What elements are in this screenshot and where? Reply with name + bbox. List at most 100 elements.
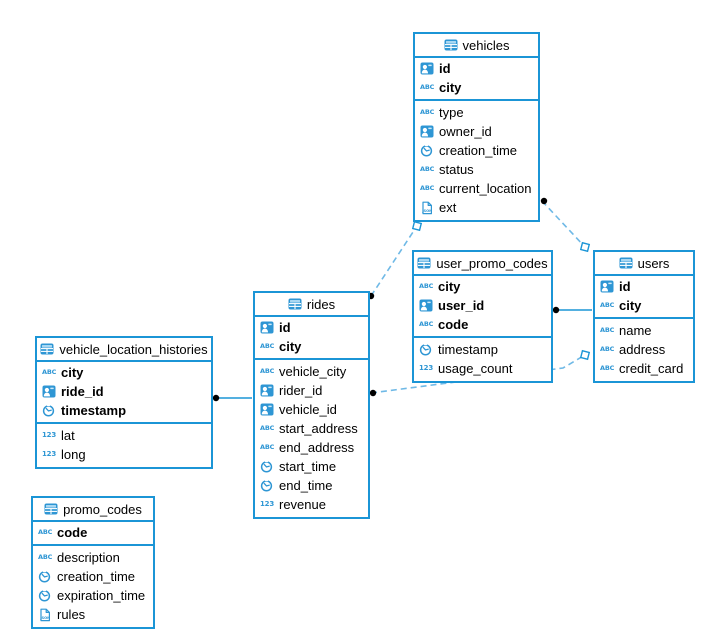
column-name: user_id (438, 298, 485, 313)
abc-icon: ABC (38, 528, 53, 537)
column-row-expiration_time[interactable]: expiration_time (33, 586, 153, 605)
abc-icon: ABC (420, 165, 435, 174)
table-icon (288, 298, 302, 310)
abc-icon: ABC (260, 342, 275, 351)
column-name: address (619, 342, 666, 357)
column-row-user_id[interactable]: user_id (414, 296, 551, 315)
relation-pk-end-marker (579, 241, 591, 253)
abc-icon: ABC (419, 282, 434, 291)
person-id-icon (420, 62, 439, 75)
abc-icon: ABC (420, 83, 435, 92)
column-row-creation_time[interactable]: creation_time (33, 567, 153, 586)
column-name: ext (439, 200, 457, 215)
abc-icon: ABC (420, 108, 435, 117)
column-name: vehicle_city (279, 364, 347, 379)
column-row-end_time[interactable]: end_time (255, 476, 368, 495)
table-header-rides[interactable]: rides (255, 293, 368, 317)
column-name: revenue (279, 497, 326, 512)
table-header-users[interactable]: users (595, 252, 693, 276)
column-row-city[interactable]: ABC city (415, 78, 538, 97)
column-row-id[interactable]: id (595, 277, 693, 296)
abc-icon: ABC (420, 184, 435, 193)
column-row-status[interactable]: ABC status (415, 160, 538, 179)
person-id-icon (419, 299, 438, 312)
person-id-icon (42, 385, 61, 398)
clock-icon (420, 144, 439, 157)
json-icon: JSON (38, 608, 57, 622)
column-name: city (439, 80, 462, 95)
column-row-id[interactable]: id (415, 59, 538, 78)
relation-fk-end-marker (552, 306, 560, 314)
table-name: user_promo_codes (436, 255, 548, 271)
number-123-icon: 123 (419, 364, 434, 372)
table-header-vehicles[interactable]: vehicles (415, 34, 538, 58)
table-header-promo_codes[interactable]: promo_codes (33, 498, 153, 522)
table-icon (417, 257, 431, 269)
column-row-rider_id[interactable]: rider_id (255, 381, 368, 400)
person-id-icon (260, 384, 279, 397)
column-name: end_address (279, 440, 355, 455)
column-row-timestamp[interactable]: timestamp (414, 340, 551, 359)
column-row-start_time[interactable]: start_time (255, 457, 368, 476)
relation-rides-vehicles[interactable] (370, 225, 418, 297)
table-header-user_promo_codes[interactable]: user_promo_codes (414, 252, 551, 276)
relation-pk-end-marker (411, 220, 423, 232)
column-row-usage_count[interactable]: 123 usage_count (414, 359, 551, 378)
column-name: timestamp (438, 342, 498, 357)
column-row-vehicle_id[interactable]: vehicle_id (255, 400, 368, 419)
json-icon: JSON (420, 201, 439, 215)
column-row-creation_time[interactable]: creation_time (415, 141, 538, 160)
relation-pk-end-marker (579, 349, 591, 361)
abc-icon: ABC (600, 345, 615, 354)
column-row-ride_id[interactable]: ride_id (37, 382, 211, 401)
person-id-icon (420, 125, 439, 138)
number-123-icon: 123 (42, 431, 57, 439)
column-row-address[interactable]: ABC address (595, 340, 693, 359)
column-row-timestamp[interactable]: timestamp (37, 401, 211, 420)
relation-fk-end-marker (212, 394, 220, 402)
column-row-owner_id[interactable]: owner_id (415, 122, 538, 141)
abc-icon: ABC (600, 326, 615, 335)
column-name: usage_count (438, 361, 513, 376)
column-name: city (61, 365, 84, 380)
clock-icon (260, 479, 279, 492)
svg-text:JSON: JSON (39, 616, 50, 620)
table-name: promo_codes (63, 501, 142, 517)
column-name: status (439, 162, 474, 177)
column-row-id[interactable]: id (255, 318, 368, 337)
column-name: long (61, 447, 86, 462)
relation-vehicles-users[interactable] (541, 200, 586, 248)
table-header-vehicle_location_histories[interactable]: vehicle_location_histories (37, 338, 211, 362)
